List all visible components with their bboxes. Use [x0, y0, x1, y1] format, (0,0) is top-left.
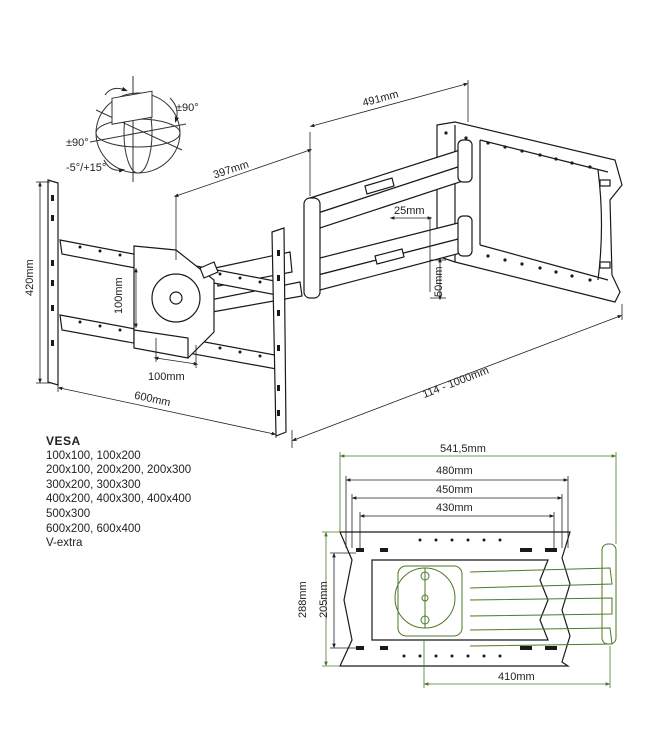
vesa-line: 600x200, 600x400 — [46, 522, 141, 535]
vesa-line: 500x300 — [46, 507, 91, 520]
front-width-3: 450mm — [436, 484, 473, 496]
front-bottom-width: 410mm — [498, 671, 535, 683]
tv-bracket-slots — [51, 195, 280, 416]
width-dim: 600mm — [133, 390, 171, 409]
vesa-list: VESA 100x100, 100x200 200x100, 200x200, … — [46, 434, 286, 551]
front-view-holes — [356, 538, 557, 658]
vesa-line: V-extra — [46, 537, 83, 550]
front-width-2: 480mm — [436, 465, 473, 477]
vesa-title: VESA — [46, 434, 81, 448]
front-height-1: 288mm — [297, 581, 309, 618]
tilt-label: ±90° — [176, 102, 199, 114]
vesa-horizontal-dim: 100mm — [148, 371, 185, 383]
vesa-line: 300x200, 300x300 — [46, 478, 141, 491]
vesa-line: 400x200, 400x300, 400x400 — [46, 493, 192, 506]
front-width-4: 430mm — [436, 502, 473, 514]
gap-dim: 25mm — [394, 205, 425, 217]
front-dimension-lines — [322, 452, 617, 688]
front-view-arms — [394, 543, 617, 647]
pitch-label: -5°/+15° — [66, 162, 106, 174]
tv-bracket — [47, 179, 287, 437]
vesa-line: 200x100, 200x200, 200x300 — [46, 464, 192, 477]
vesa-line: 100x100, 100x200 — [46, 449, 141, 462]
rotation-sphere-icon — [89, 76, 187, 182]
arm-length-dim: 397mm — [212, 159, 251, 182]
bracket-width-dim: 491mm — [361, 88, 400, 109]
arm-height-dim: 50mm — [433, 266, 445, 297]
front-height-2: 205mm — [318, 581, 330, 618]
vesa-vertical-dim: 100mm — [113, 277, 125, 314]
height-dim: 420mm — [24, 259, 36, 296]
top-dimension-lines — [36, 80, 623, 448]
swivel-label: ±90° — [66, 137, 89, 149]
front-width-1: 541,5mm — [440, 443, 486, 455]
extension-dim: 114 - 1000mm — [421, 365, 491, 401]
